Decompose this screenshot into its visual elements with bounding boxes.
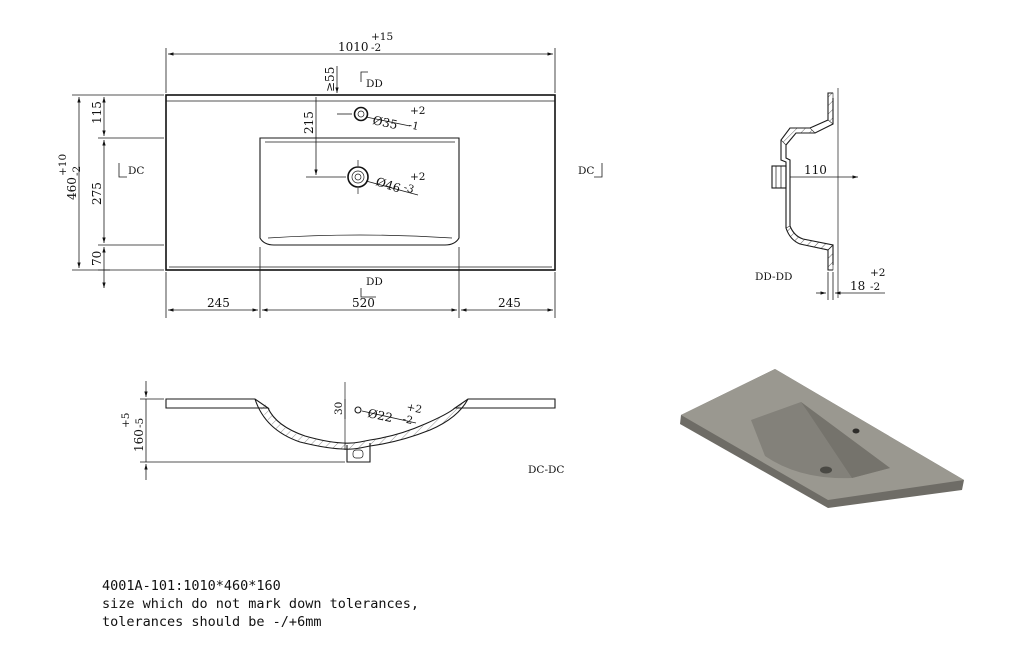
drain-hole xyxy=(347,166,369,188)
front-drain-fitting xyxy=(346,443,371,463)
tap-hole-inner xyxy=(357,110,365,118)
overflow-tol-plus: +2 xyxy=(405,401,423,416)
front-height-tol-minus: -5 xyxy=(134,418,146,428)
dim-right-margin: 245 xyxy=(498,296,521,310)
front-view-dc: 30 Ø22 +2 -2 160 +5 -5 DC-DC xyxy=(120,381,564,480)
depth-tol-plus: +10 xyxy=(57,154,69,176)
basin-outline xyxy=(259,137,460,246)
overflow-hole xyxy=(354,406,362,414)
note-tolerance-1: size which do not mark down tolerances, xyxy=(102,596,419,612)
drain-center xyxy=(354,173,362,181)
section-dd-bottom-label: DD xyxy=(366,276,383,288)
dim-215: 215 xyxy=(302,111,316,134)
tap-hole-tol-plus: +2 xyxy=(410,105,425,117)
render-drain xyxy=(820,466,832,474)
section-marker-dc-right xyxy=(594,163,603,178)
tap-hole-label: Ø35 xyxy=(371,113,398,132)
front-left-slab xyxy=(165,398,270,409)
section-dc-right-label: DC xyxy=(578,165,594,177)
side-view-dd: 110 18 +2 -2 DD-DD xyxy=(755,88,885,300)
dim-275: 275 xyxy=(90,182,104,205)
depth-value: 460 xyxy=(65,177,79,200)
front-right-slab xyxy=(453,398,556,409)
side-dim-18-tol-minus: -2 xyxy=(870,281,880,293)
note-tolerance-2: tolerances should be -/+6mm xyxy=(102,614,321,630)
section-marker-dd-top xyxy=(360,71,368,82)
section-marker-dd-bottom xyxy=(360,288,376,298)
side-drain-stub xyxy=(771,165,787,189)
front-height-tol-plus: +5 xyxy=(120,413,132,428)
front-height-value: 160 xyxy=(132,429,146,452)
dim-left-margin: 245 xyxy=(207,296,230,310)
side-dim-18-tol-plus: +2 xyxy=(870,267,885,279)
overall-width-tol-plus: +15 xyxy=(371,31,393,43)
dim-70: 70 xyxy=(90,251,104,266)
note-model: 4001A-101:1010*460*160 xyxy=(102,578,281,594)
overflow-hole-label: Ø22 xyxy=(366,406,393,425)
front-view-label: DC-DC xyxy=(528,464,564,476)
tap-hole-tol-minus: -1 xyxy=(407,119,420,133)
dim-115: 115 xyxy=(90,101,104,124)
render-tap-hole xyxy=(852,428,860,434)
dim-min-55: ≥55 xyxy=(323,67,337,92)
tap-hole xyxy=(353,106,369,122)
drain-hole-tol-plus: +2 xyxy=(410,171,425,183)
section-dd-top-label: DD xyxy=(366,78,383,90)
side-dim-18: 18 xyxy=(850,279,865,293)
depth-tol-minus: -2 xyxy=(71,166,83,176)
drain-ring xyxy=(351,170,365,184)
basin-3d-render xyxy=(680,369,964,508)
side-view-label: DD-DD xyxy=(755,271,792,283)
drain-hole-label: Ø46 xyxy=(374,175,402,196)
overflow-tol-minus: -2 xyxy=(401,413,414,427)
overall-width-value: 1010 xyxy=(338,40,369,54)
front-dim-30: 30 xyxy=(333,402,345,415)
section-marker-dc-left xyxy=(118,163,127,178)
overall-width-tol-minus: -2 xyxy=(371,42,381,54)
top-view: 1010 +15 -2 460 +10 -2 115 275 70 xyxy=(57,31,603,318)
drain-hole-tol-minus: -3 xyxy=(402,181,415,196)
side-dim-110: 110 xyxy=(804,163,827,177)
countertop-outline xyxy=(165,94,556,271)
section-dc-left-label: DC xyxy=(128,165,144,177)
drawing-notes: 4001A-101:1010*460*160 size which do not… xyxy=(102,578,419,630)
basin-front-slope xyxy=(267,234,453,239)
dim-basin-width: 520 xyxy=(352,296,375,310)
